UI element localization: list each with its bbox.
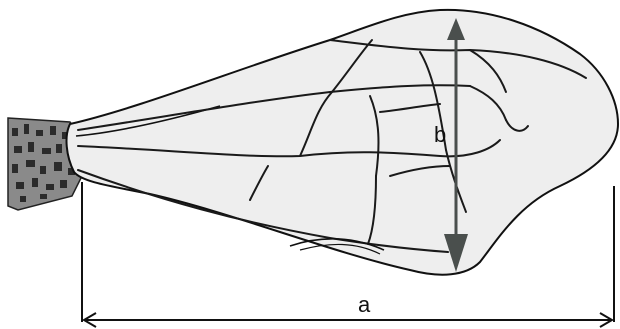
label-b: b <box>434 122 446 147</box>
label-a: a <box>358 292 371 317</box>
leaf-outline <box>67 10 618 275</box>
